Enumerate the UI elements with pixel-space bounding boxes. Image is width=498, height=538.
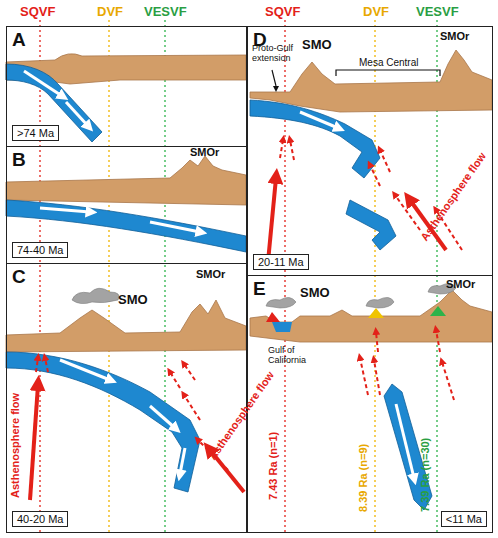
map-label: SMOr (190, 146, 219, 158)
map-label: DVF (97, 5, 123, 19)
panel-letter: C (12, 266, 26, 288)
map-label: SMOr (446, 278, 475, 290)
flow-label: 7.43 Ra (n=1) (267, 432, 279, 500)
age-label: <11 Ma (441, 511, 487, 527)
map-label: SMOr (440, 30, 469, 42)
map-label: Proto-Gulf extension (252, 44, 306, 64)
map-label: DVF (363, 5, 389, 19)
flow-label: 7.39 Ra (n=30) (419, 438, 431, 512)
map-label: VESVF (144, 5, 187, 19)
map-label: Gulf of California (268, 346, 328, 366)
map-label: SMO (302, 38, 332, 52)
flow-label: Asthenosphere flow (206, 369, 276, 462)
map-label: SQVF (20, 5, 55, 19)
panel-letter: E (253, 278, 266, 300)
panel-letter: B (12, 149, 26, 171)
map-label: SMO (300, 286, 330, 300)
map-label: SMO (118, 293, 148, 307)
flow-label: 8.39 Ra (n=9) (357, 444, 369, 512)
flow-label: Asthenosphere flow (418, 150, 488, 243)
panel-letter: A (12, 29, 26, 51)
map-label: SMOr (196, 268, 225, 280)
age-label: 74-40 Ma (12, 242, 68, 258)
age-label: 40-20 Ma (12, 511, 68, 527)
map-label: VESVF (416, 5, 459, 19)
stage-panel: A >74 Ma (6, 26, 247, 147)
stage-panel: B 74-40 Ma (6, 146, 247, 264)
age-label: 20-11 Ma (253, 254, 309, 270)
age-label: >74 Ma (12, 125, 59, 141)
stage-panel: E <11 Ma (247, 275, 493, 533)
flow-label: Asthenosphere flow (9, 393, 21, 498)
map-label: SQVF (265, 5, 300, 19)
map-label: Mesa Central (359, 57, 418, 68)
